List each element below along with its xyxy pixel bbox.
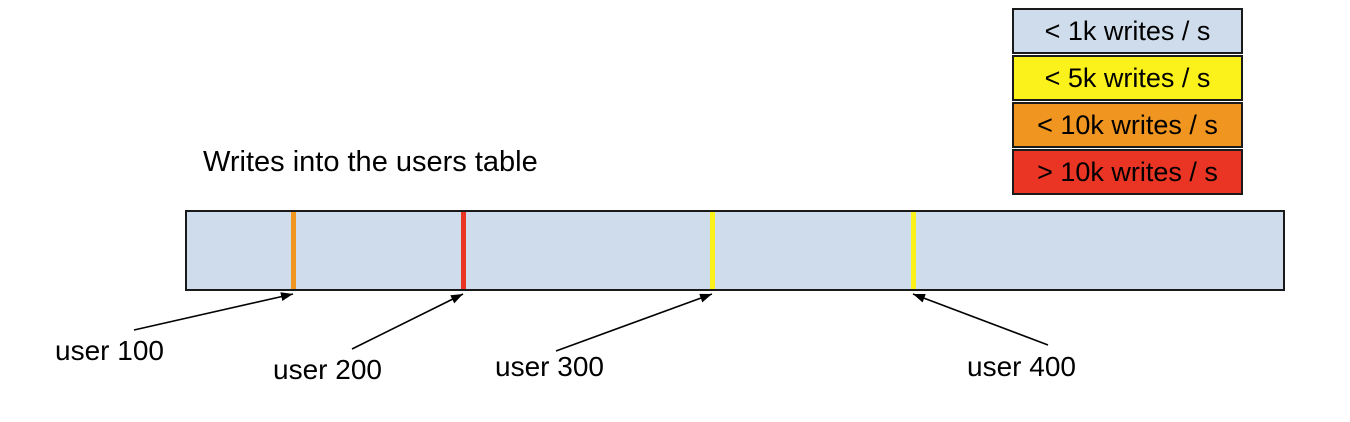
write-hotspot-tick [709,212,715,289]
legend: < 1k writes / s < 5k writes / s < 10k writ… [1012,8,1243,196]
legend-item: < 10k writes / s [1012,102,1243,148]
annotation-arrow [351,293,464,350]
legend-item-label: < 10k writes / s [1037,109,1218,140]
annotation-arrow [912,293,1049,346]
legend-item-label: < 1k writes / s [1044,15,1211,46]
annotation-arrow [133,292,294,331]
user-label: user 300 [495,351,604,382]
user-label: user 100 [55,335,164,366]
user-label: user 400 [967,351,1076,382]
write-hotspot-tick [290,212,296,289]
legend-item: > 10k writes / s [1012,149,1243,195]
legend-item: < 1k writes / s [1012,8,1243,54]
legend-item: < 5k writes / s [1012,55,1243,101]
annotation-arrow [555,293,713,352]
write-hotspot-tick [910,212,916,289]
legend-item-label: < 5k writes / s [1044,62,1211,93]
diagram-title: Writes into the users table [203,146,538,178]
users-table-bar [185,210,1285,291]
legend-item-label: > 10k writes / s [1037,156,1218,187]
write-hotspot-tick [460,212,466,289]
user-label: user 200 [273,354,382,385]
